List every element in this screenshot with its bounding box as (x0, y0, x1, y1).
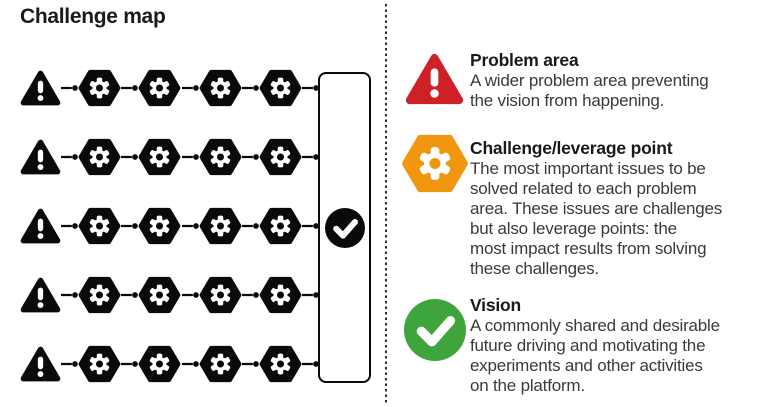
map-row (20, 68, 319, 108)
arrow-connector (61, 221, 78, 231)
problem-triangle-icon (20, 70, 61, 106)
arrow-connector (61, 290, 78, 300)
arrow-connector (121, 290, 138, 300)
challenge-gear-icon (138, 69, 181, 107)
legend-item-vision: Vision A commonly shared and desirable f… (399, 295, 759, 396)
challenge-gear-icon (78, 345, 121, 383)
challenge-gear-icon (138, 276, 181, 314)
arrow-connector (121, 221, 138, 231)
arrow-connector (121, 83, 138, 93)
challenge-gear-icon (199, 207, 242, 245)
challenge-gear-icon (199, 276, 242, 314)
arrow-connector (182, 290, 199, 300)
legend-icon-wrap (399, 138, 470, 193)
challenge-gear-icon (199, 69, 242, 107)
arrow-connector (182, 83, 199, 93)
problem-triangle-icon (20, 139, 61, 175)
challenge-gear-icon (199, 138, 242, 176)
warning-triangle-icon (405, 53, 464, 105)
arrow-connector (242, 359, 259, 369)
challenge-map-rows (20, 68, 319, 384)
challenge-gear-icon (78, 69, 121, 107)
arrow-connector (61, 152, 78, 162)
check-circle-icon (404, 299, 466, 361)
challenge-gear-icon (138, 138, 181, 176)
challenge-gear-icon (138, 345, 181, 383)
arrow-connector (182, 221, 199, 231)
arrow-connector (182, 152, 199, 162)
divider-dotted-line (385, 4, 388, 403)
arrow-connector (121, 359, 138, 369)
arrow-connector (242, 290, 259, 300)
challenge-gear-icon (78, 276, 121, 314)
map-row (20, 344, 319, 384)
arrow-connector (242, 83, 259, 93)
legend-item-challenge-leverage-point: Challenge/leverage point The most import… (399, 138, 759, 279)
challenge-gear-icon (138, 207, 181, 245)
legend-title-problem-area: Problem area (470, 50, 579, 70)
arrow-connector (121, 152, 138, 162)
problem-triangle-icon (20, 208, 61, 244)
arrow-connector (302, 83, 319, 93)
challenge-gear-icon (259, 345, 302, 383)
challenge-gear-icon (259, 276, 302, 314)
arrow-connector (242, 221, 259, 231)
gear-hexagon-icon (401, 134, 469, 193)
challenge-gear-icon (259, 207, 302, 245)
legend-icon-wrap (399, 50, 470, 105)
arrow-connector (302, 359, 319, 369)
problem-triangle-icon (20, 346, 61, 382)
map-row (20, 137, 319, 177)
legend-text: Problem area A wider problem area preven… (470, 50, 759, 111)
arrow-connector (302, 221, 319, 231)
arrow-connector (302, 290, 319, 300)
legend-text: Vision A commonly shared and desirable f… (470, 295, 759, 396)
legend-text: Challenge/leverage point The most import… (470, 138, 759, 279)
arrow-connector (61, 359, 78, 369)
map-row (20, 275, 319, 315)
legend-item-problem-area: Problem area A wider problem area preven… (399, 50, 759, 111)
legend-desc-problem-area: A wider problem area preventing the visi… (470, 71, 709, 110)
arrow-connector (242, 152, 259, 162)
arrow-connector (61, 83, 78, 93)
legend-desc-vision: A commonly shared and desirable future d… (470, 316, 720, 395)
challenge-gear-icon (78, 138, 121, 176)
page-title: Challenge map (20, 5, 166, 28)
map-row (20, 206, 319, 246)
challenge-gear-icon (78, 207, 121, 245)
challenge-gear-icon (199, 345, 242, 383)
challenge-gear-icon (259, 69, 302, 107)
challenge-gear-icon (259, 138, 302, 176)
vision-check-circle-icon (325, 208, 365, 248)
vision-box (318, 72, 371, 383)
arrow-connector (302, 152, 319, 162)
legend-title-challenge-leverage-point: Challenge/leverage point (470, 138, 673, 158)
legend-desc-challenge-leverage-point: The most important issues to be solved r… (470, 159, 723, 278)
problem-triangle-icon (20, 277, 61, 313)
arrow-connector (182, 359, 199, 369)
legend-icon-wrap (399, 295, 470, 361)
legend-title-vision: Vision (470, 295, 521, 315)
